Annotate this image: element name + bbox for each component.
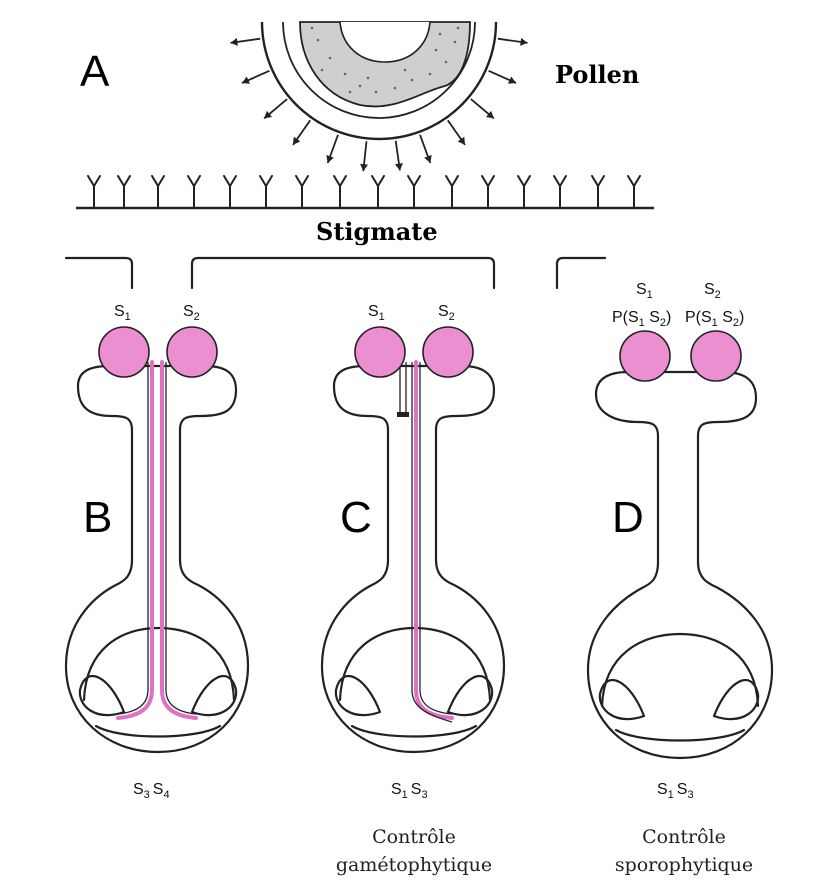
stigma-receptor (628, 176, 640, 208)
panel-c-caption-line2: gamétophytique (336, 854, 492, 876)
stigma-receptor (334, 176, 346, 208)
panel-a: A Pollen Stigmate (76, 22, 654, 246)
pollen-allele-s1: S1 (114, 303, 131, 323)
stigma-surface (76, 176, 654, 208)
stigma-label: Stigmate (316, 217, 438, 246)
secretion-arrowhead (458, 137, 465, 145)
stigma-receptor (296, 176, 308, 208)
stigma-receptor (88, 176, 100, 208)
pollen-allele-s2: S2 (438, 303, 455, 323)
pistil-outline (322, 366, 504, 752)
pollen-phenotype-s2: P(S1 S2) (685, 309, 744, 329)
pollen-grain-s2 (691, 331, 741, 381)
pollen-label: Pollen (555, 60, 639, 89)
panel-b-letter: B (83, 493, 112, 542)
stigma-receptor (118, 176, 130, 208)
panel-d-caption-line1: Contrôle (642, 826, 726, 848)
stigma-receptor (482, 176, 494, 208)
panel-brackets (66, 258, 605, 288)
pollen-phenotype-s1: P(S1 S2) (612, 309, 671, 329)
stigma-receptors (88, 176, 640, 208)
bracket-left (66, 258, 132, 288)
stigma-receptor (372, 176, 384, 208)
bracket-right (557, 258, 605, 288)
pistil-outline (66, 366, 248, 752)
pistil-outline (588, 372, 772, 758)
panel-c-caption-line1: Contrôle (372, 826, 456, 848)
stigma-receptor (152, 176, 164, 208)
panel-c-pistil (322, 366, 504, 752)
secretion-arrowhead (360, 164, 368, 171)
stigma-receptor (408, 176, 420, 208)
pollen-grain-s2 (423, 327, 473, 377)
stigma-receptor (224, 176, 236, 208)
pollen-allele-s2: S2 (704, 281, 721, 301)
panel-a-letter: A (80, 47, 110, 96)
pollen-grain-illustration (262, 22, 496, 139)
panel-d-pistil (588, 372, 772, 758)
pollen-allele-s1: S1 (368, 303, 385, 323)
pollen-allele-s1: S1 (636, 281, 653, 301)
secretion-arrowhead (293, 137, 300, 145)
pollen-grain-s2 (167, 327, 217, 377)
tube-arrest-marker (397, 412, 409, 417)
panel-d-caption-line2: sporophytique (615, 854, 753, 876)
bracket-middle (192, 258, 494, 288)
panel-c-letter: C (340, 493, 372, 542)
stigma-receptor (554, 176, 566, 208)
panel-b-pistil (66, 366, 248, 752)
stigma-receptor (188, 176, 200, 208)
pollen-grain-s1 (99, 327, 149, 377)
stigma-receptor (260, 176, 272, 208)
pollen-allele-s2: S2 (183, 303, 200, 323)
pollen-grain-s1 (620, 331, 670, 381)
pollen-grain-s1 (355, 327, 405, 377)
panel-d-letter: D (612, 493, 644, 542)
stigma-receptor (592, 176, 604, 208)
stigma-receptor (518, 176, 530, 208)
stigma-receptor (446, 176, 458, 208)
